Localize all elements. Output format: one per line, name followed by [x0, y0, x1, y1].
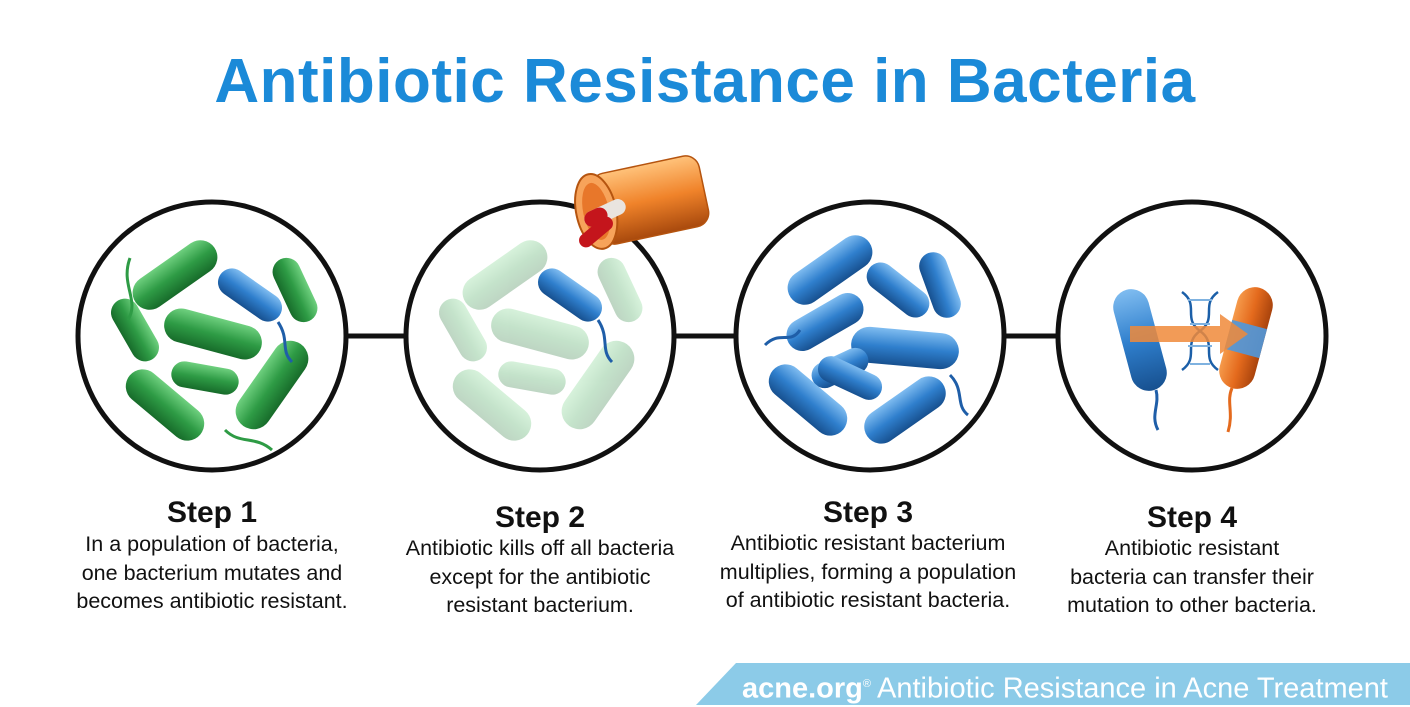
step4-description: Antibiotic resistant bacteria can transf…: [1022, 534, 1362, 620]
green-bacteria-cluster: [111, 240, 318, 452]
step3-description: Antibiotic resistant bacterium multiplie…: [698, 529, 1038, 615]
transfer-arrow-icon: [1130, 314, 1248, 354]
brand-logo-text: acne.org: [742, 672, 863, 705]
step4-line: bacteria can transfer their: [1070, 564, 1314, 589]
footer-caption: acne.org® Antibiotic Resistance in Acne T…: [742, 666, 1388, 705]
footer-band: [696, 663, 1410, 705]
step4-title: Step 4: [1146, 501, 1238, 534]
step3-title: Step 3: [822, 496, 914, 529]
step2-line: resistant bacterium.: [446, 593, 634, 617]
step2-circle: [403, 199, 677, 473]
step3-line: Antibiotic resistant bacterium: [730, 531, 1006, 555]
step4-line: Antibiotic resistant: [1104, 536, 1280, 560]
registered-mark: ®: [862, 678, 871, 690]
page-title: Antibiotic Resistance in Bacteria: [214, 47, 1196, 116]
step1-description: In a population of bacteria, one bacteri…: [42, 530, 382, 616]
step2-description: Antibiotic kills off all bacteria except…: [370, 534, 710, 620]
capsule-icon: [579, 199, 626, 248]
step1-title: Step 1: [166, 496, 258, 529]
step1-line: one bacterium mutates and: [81, 560, 343, 585]
step1-circle: [75, 199, 349, 473]
pill-bottle-icon: [574, 155, 710, 250]
step3-line: of antibiotic resistant bacteria.: [725, 588, 1011, 612]
faded-bacteria-cluster: [439, 240, 643, 441]
step2-line: except for the antibiotic: [429, 564, 651, 589]
step3-line: multiplies, forming a population: [719, 559, 1017, 584]
footer-caption-text: Antibiotic Resistance in Acne Treatment: [876, 672, 1388, 705]
blue-bacteria-cluster: [763, 235, 970, 444]
step2-line: Antibiotic kills off all bacteria: [405, 536, 675, 560]
step1-line: In a population of bacteria,: [85, 532, 339, 556]
resistant-bacterium: [537, 268, 603, 322]
step1-line: becomes antibiotic resistant.: [76, 589, 348, 613]
step2-title: Step 2: [494, 501, 586, 534]
mutated-bacterium: [217, 268, 283, 322]
step3-circle: [733, 199, 1007, 473]
step4-line: mutation to other bacteria.: [1067, 593, 1317, 617]
step4-circle: [1055, 199, 1329, 473]
